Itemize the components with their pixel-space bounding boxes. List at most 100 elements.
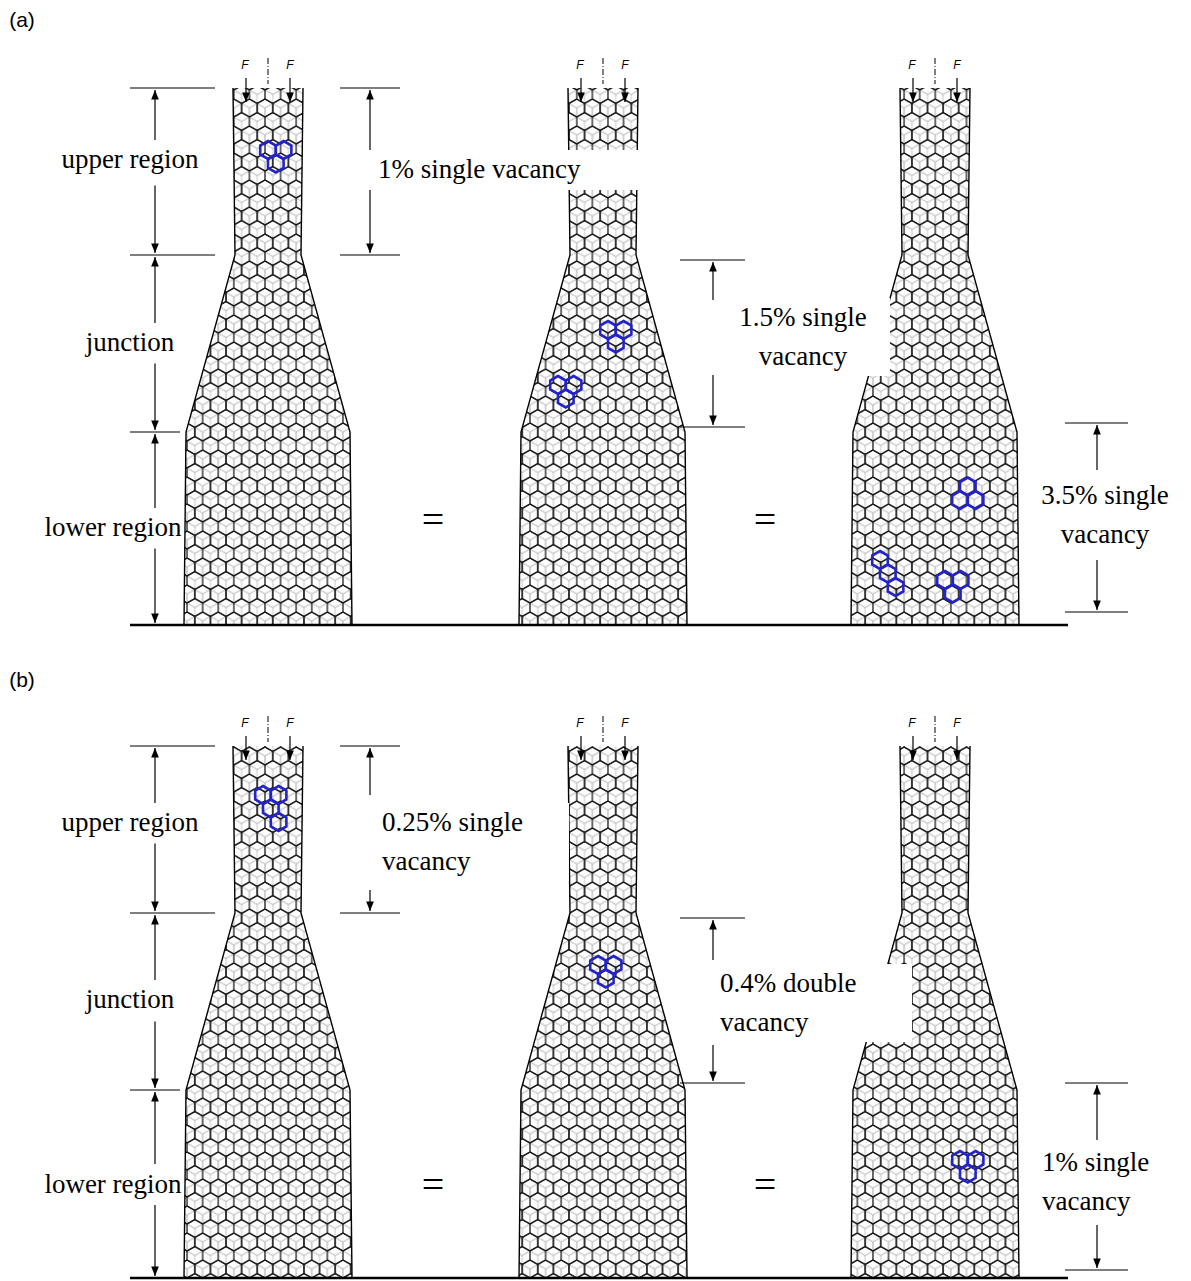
dimension-line [1065, 422, 1128, 423]
vacancy-label: 3.5% single vacancy [1024, 476, 1186, 554]
base-line [130, 1277, 1068, 1280]
tube-outline [301, 88, 352, 625]
force-label: F [619, 715, 630, 732]
vacancy-label: 1.5% single vacancy [716, 298, 890, 376]
dimension-arrow [154, 257, 155, 324]
force-arrow [580, 736, 581, 760]
force-arrow [956, 78, 957, 102]
dimension-arrow [369, 90, 370, 150]
force-arrow [289, 736, 290, 760]
force-label: F [951, 715, 962, 732]
vacancy-highlight [558, 390, 574, 408]
dimension-arrow [154, 915, 155, 982]
region-label: upper region [59, 803, 200, 842]
force-arrow [245, 736, 246, 760]
dimension-line [680, 917, 745, 918]
dimension-arrow [154, 844, 155, 912]
dimension-line [680, 1082, 745, 1083]
dimension-line [680, 259, 745, 260]
dimension-line [340, 912, 400, 913]
force-label: F [574, 57, 585, 74]
force-label: F [284, 57, 295, 74]
region-label: junction [84, 980, 177, 1019]
panel-label: (b) [7, 665, 37, 695]
vacancy-label: 0.25% single vacancy [380, 803, 569, 881]
vacancy-highlight [945, 585, 961, 603]
region-label: upper region [59, 140, 200, 179]
force-label: F [239, 715, 250, 732]
dimension-arrow [1096, 1085, 1097, 1140]
tube-front-lattice [178, 746, 358, 1278]
dimension-arrow [712, 1045, 713, 1081]
dimension-arrow [1096, 560, 1097, 610]
vacancy-label: 1% single vacancy [1040, 1143, 1184, 1221]
tube-front-lattice [178, 88, 358, 625]
axis-line [603, 716, 604, 742]
vacancy-label: 0.4% double vacancy [718, 964, 912, 1042]
dimension-line [340, 254, 400, 255]
dimension-line [130, 254, 215, 255]
vacancy-label: 1% single vacancy [376, 150, 640, 189]
force-label: F [284, 715, 295, 732]
tube-outline [301, 746, 352, 1278]
tube-outline [968, 88, 1019, 625]
dimension-arrow [712, 262, 713, 300]
axis-line [935, 716, 936, 742]
dimension-line [130, 912, 215, 913]
force-label: F [906, 715, 917, 732]
equals-sign: = [420, 1156, 447, 1214]
dimension-line [1065, 1269, 1128, 1270]
tube-back-lattice [178, 88, 358, 625]
equals-sign: = [752, 1156, 779, 1214]
force-arrow [624, 78, 625, 102]
nanotube [178, 88, 358, 625]
vacancy-highlight [598, 970, 614, 988]
region-label: lower region [42, 508, 183, 547]
force-arrow [912, 78, 913, 102]
vacancy-highlight [960, 1165, 976, 1183]
tube-outline [636, 88, 687, 625]
dimension-line [680, 426, 745, 427]
dimension-arrow [154, 1022, 155, 1089]
dimension-line [130, 431, 180, 432]
dimension-arrow [154, 748, 155, 804]
force-arrow [624, 736, 625, 760]
vacancy-highlight [888, 578, 904, 596]
force-label: F [619, 57, 630, 74]
dimension-arrow [154, 1204, 155, 1276]
vacancy-highlight [268, 155, 284, 173]
force-arrow [245, 78, 246, 102]
region-label: junction [84, 323, 177, 362]
dimension-arrow [712, 920, 713, 960]
dimension-line [1065, 1082, 1128, 1083]
dimension-arrow [369, 890, 370, 911]
axis-line [268, 58, 269, 84]
nanotube [178, 746, 358, 1278]
force-arrow [912, 736, 913, 760]
dimension-line [340, 87, 400, 88]
panel-label: (a) [7, 5, 37, 35]
force-arrow [580, 78, 581, 102]
dimension-line [1065, 611, 1128, 612]
dimension-arrow [154, 434, 155, 509]
dimension-arrow [154, 90, 155, 146]
force-arrow [289, 78, 290, 102]
tube-back-lattice [178, 746, 358, 1278]
vacancy-highlight [608, 335, 624, 353]
dimension-arrow [154, 364, 155, 431]
force-label: F [951, 57, 962, 74]
equals-sign: = [752, 491, 779, 549]
tube-outline [968, 746, 1019, 1278]
dimension-arrow [154, 1092, 155, 1164]
force-label: F [574, 715, 585, 732]
dimension-arrow [369, 190, 370, 253]
axis-line [935, 58, 936, 84]
dimension-line [130, 87, 215, 88]
equals-sign: = [420, 491, 447, 549]
dimension-arrow [1096, 1225, 1097, 1268]
dimension-arrow [1096, 425, 1097, 470]
force-label: F [906, 57, 917, 74]
tube-outline [636, 746, 687, 1278]
dimension-line [340, 745, 400, 746]
